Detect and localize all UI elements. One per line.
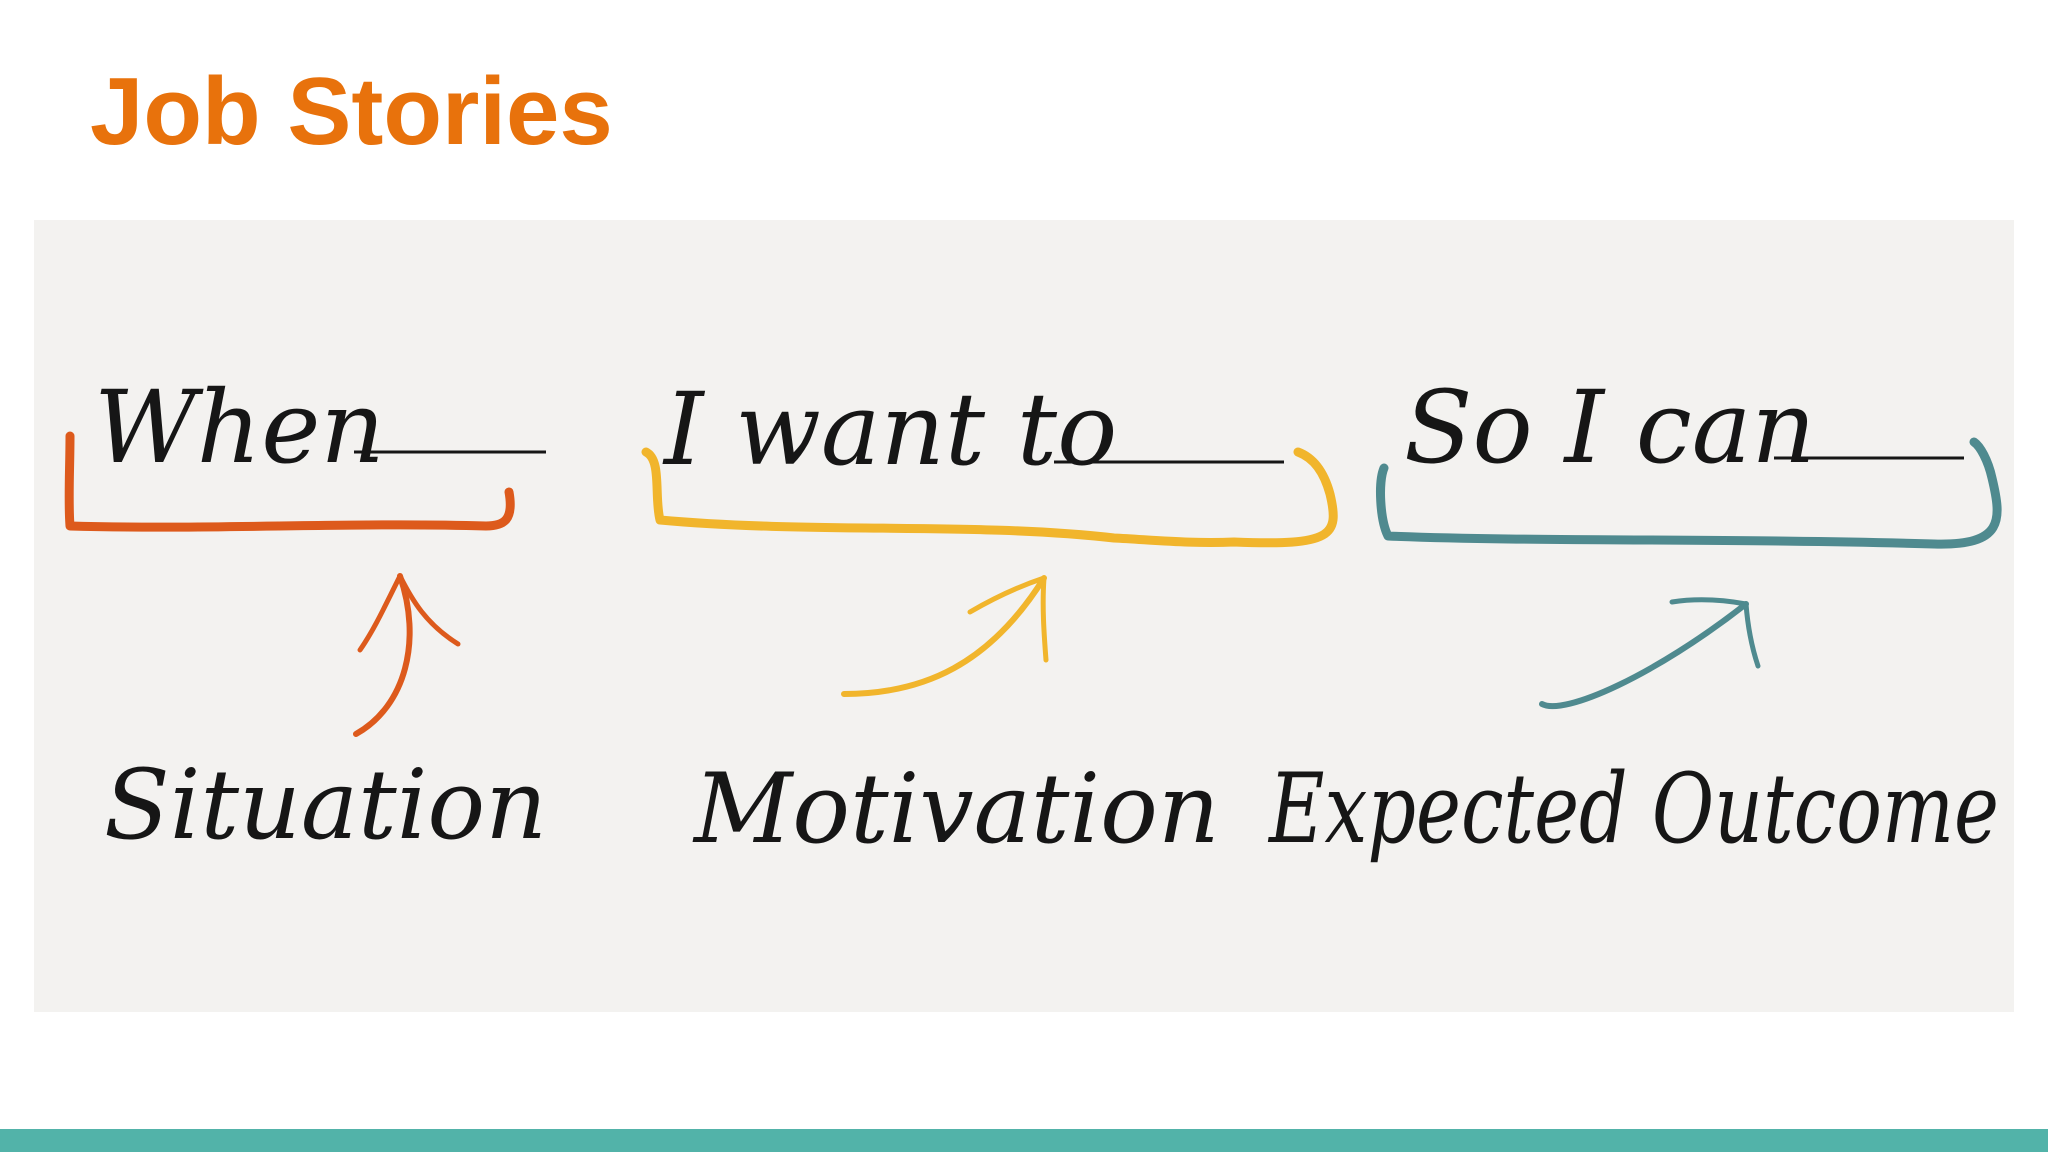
phrase-so-i-can: So I can [1404,369,1816,486]
footer-accent-bar [0,1129,2048,1152]
slide-title: Job Stories [90,58,613,165]
bracket-situation [64,431,515,532]
arrowhead-motivation [967,575,1049,663]
phrase-i-want-to: I want to [662,371,1117,488]
arrowhead-expected-outcome [1669,597,1761,669]
arrow-motivation [841,575,1047,697]
label-situation: Situation [104,749,547,861]
job-story-diagram: When Situation I want to Motivation So I… [34,220,2014,1012]
diagram-canvas: When Situation I want to Motivation So I… [64,369,2002,865]
bracket-motivation [641,447,1338,548]
label-motivation: Motivation [692,753,1220,865]
label-expected-outcome: Expected Outcome [1267,753,1999,865]
stage-motivation: I want to Motivation [641,371,1338,865]
arrow-situation [353,573,413,737]
stage-expected-outcome: So I can Expected Outcome [1267,369,2002,865]
bracket-expected-outcome [1376,437,2002,549]
stage-situation: When Situation [64,369,547,861]
arrowhead-situation [357,573,461,653]
arrow-expected-outcome [1539,601,1749,710]
phrase-when: When [94,369,385,486]
